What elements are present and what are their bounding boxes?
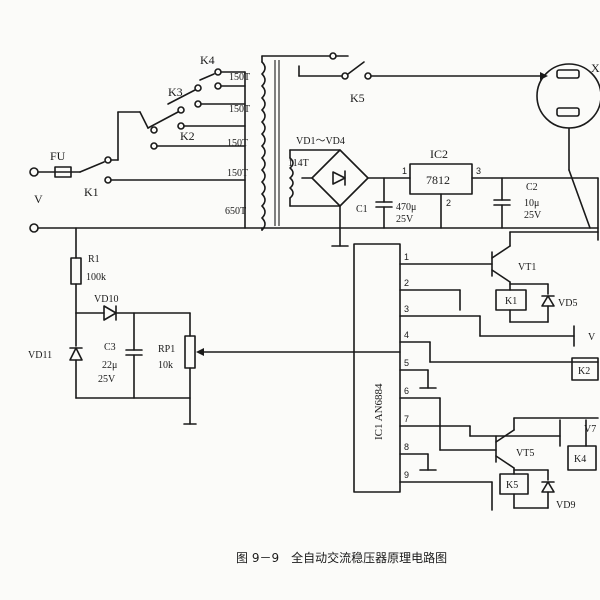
- label-relay-k2: K2: [578, 366, 590, 377]
- ic-pin-8: 8: [404, 442, 409, 452]
- label-secondary: 114T: [288, 158, 309, 169]
- input-terminal-bottom: [29, 223, 39, 233]
- label-c2-rating: 25V: [524, 210, 542, 221]
- figure-caption: 图 9－9 全自动交流稳压器原理电路图: [236, 550, 447, 565]
- ic-pin-1: 1: [404, 252, 409, 262]
- label-k2: K2: [180, 129, 195, 143]
- label-rp1: RP1: [158, 344, 175, 355]
- label-c1-value: 470μ: [396, 202, 416, 213]
- tap-switches: [110, 68, 246, 229]
- label-r1: R1: [88, 254, 100, 265]
- label-bridge: VD1～VD4: [296, 136, 345, 147]
- label-k4: K4: [200, 53, 215, 67]
- label-k1: K1: [84, 185, 99, 199]
- ic-pin-3: 3: [404, 304, 409, 314]
- ic-pin-5: 5: [404, 358, 409, 368]
- input-section: [29, 156, 599, 233]
- bridge-rectifier: [311, 149, 369, 207]
- label-ic2: IC2: [430, 147, 448, 161]
- label-vt7: V7: [584, 424, 596, 435]
- autotransformer: [261, 55, 331, 231]
- driver-vt1: [491, 231, 555, 323]
- label-tap-5: 650T: [225, 206, 246, 217]
- label-c3-rating: 25V: [98, 374, 116, 385]
- driver-vt3: [429, 289, 599, 381]
- label-reg-pin1: 1: [402, 166, 407, 176]
- ic1: [353, 243, 493, 493]
- relay-k1: [495, 289, 527, 311]
- label-fu: FU: [50, 149, 66, 163]
- ic1-pin-numbers: 1 2 3 4 5 6 7 8 9: [404, 252, 409, 480]
- potentiometer-rp1: [184, 335, 196, 369]
- ic-pin-7: 7: [404, 414, 409, 424]
- diode-vd5: [541, 295, 555, 307]
- label-tap-4: 150T: [227, 168, 248, 179]
- diode-vd11: [69, 347, 83, 361]
- label-relay-k5: K5: [506, 480, 518, 491]
- label-reg-pin2: 2: [446, 198, 451, 208]
- resistor-r1: [70, 257, 82, 285]
- label-c1-rating: 25V: [396, 214, 414, 225]
- label-vd10: VD10: [94, 294, 118, 305]
- driver-vt5: [439, 397, 599, 511]
- ic-pin-6: 6: [404, 386, 409, 396]
- labels: FU V K1 K2 K3 K4 K5 X 150T 150T 150T 150…: [28, 53, 600, 511]
- label-k5: K5: [350, 91, 365, 105]
- input-terminal-top: [29, 167, 39, 177]
- label-vd9: VD9: [556, 500, 575, 511]
- switch-k1: [79, 161, 105, 173]
- power-supply: [289, 149, 599, 247]
- diode-vd9: [541, 481, 555, 493]
- ic-pin-9: 9: [404, 470, 409, 480]
- ic-pin-2: 2: [404, 278, 409, 288]
- label-vt1: VT1: [518, 262, 536, 273]
- label-c1: C1: [356, 204, 368, 215]
- label-vt3: V: [588, 332, 596, 343]
- label-c3: C3: [104, 342, 116, 353]
- relay-k4: [567, 445, 597, 471]
- label-r1-value: 100k: [86, 272, 106, 283]
- sensing-circuit: [69, 227, 401, 425]
- label-c3-value: 22μ: [102, 360, 117, 371]
- label-reg-pin3: 3: [476, 166, 481, 176]
- label-c2-value: 10μ: [524, 198, 539, 209]
- label-vt5: VT5: [516, 448, 534, 459]
- label-x: X: [591, 61, 600, 75]
- ic-pin-4: 4: [404, 330, 409, 340]
- label-tap-2: 150T: [229, 104, 250, 115]
- label-relay-k4: K4: [574, 454, 586, 465]
- label-tap-3: 150T: [227, 138, 248, 149]
- label-vd11: VD11: [28, 350, 52, 361]
- label-c2: C2: [526, 182, 538, 193]
- diode-vd10: [103, 305, 117, 321]
- label-7812: 7812: [426, 173, 450, 187]
- label-v: V: [34, 192, 43, 206]
- ic-an6884: [353, 243, 401, 493]
- label-k3: K3: [168, 85, 183, 99]
- output-section: [298, 52, 600, 229]
- label-vd5: VD5: [558, 298, 577, 309]
- label-rp1-value: 10k: [158, 360, 173, 371]
- label-relay-k1: K1: [505, 296, 517, 307]
- label-tap-1: 150T: [229, 72, 250, 83]
- label-ic1: IC1 AN6884: [373, 383, 385, 440]
- relay-k2: [571, 357, 599, 381]
